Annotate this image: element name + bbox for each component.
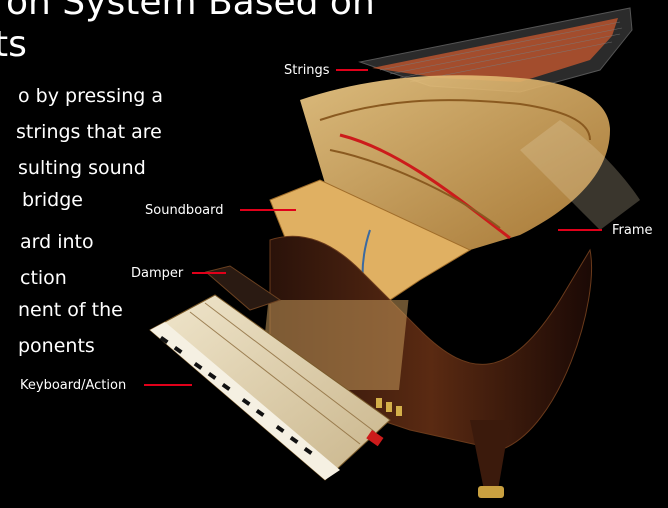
heading-line-1: on System Based on (6, 0, 375, 23)
frame-label: Frame (612, 223, 653, 238)
paragraph-line: ard into (20, 231, 94, 253)
damper-label: Damper (131, 266, 183, 281)
heading-line-2: ts (0, 24, 27, 65)
paragraph-line: ction (20, 267, 67, 289)
paragraph-line: sulting sound (18, 157, 146, 179)
strings-label: Strings (284, 63, 330, 78)
paragraph-line: nent of the (18, 299, 123, 321)
paragraph-line: ponents (18, 335, 95, 357)
paragraph-line: strings that are (16, 121, 162, 143)
paragraph-line: bridge (22, 189, 83, 211)
keyboard-action-label: Keyboard/Action (20, 378, 126, 393)
soundboard-label: Soundboard (145, 203, 223, 218)
paragraph-line: o by pressing a (18, 85, 163, 107)
